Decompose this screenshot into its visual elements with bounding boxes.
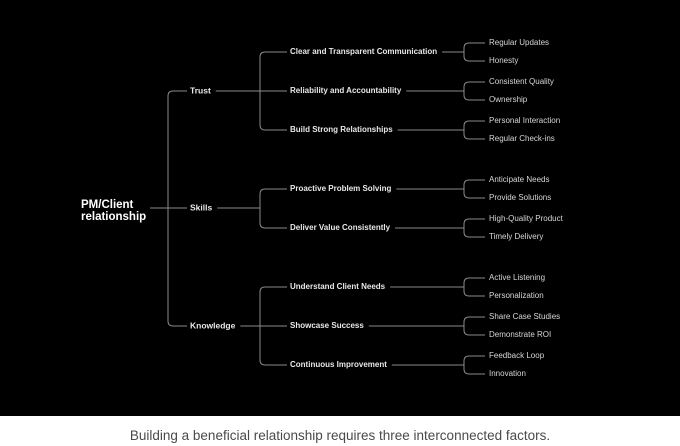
leaf-label: High-Quality Product [489,214,564,223]
leaf-label: Consistent Quality [489,77,554,86]
root-connector-link [167,320,187,327]
topic-connector-link [463,192,485,199]
figure-caption: Building a beneficial relationship requi… [129,428,551,443]
topic-label: Clear and Transparent Communication [290,47,437,56]
topic-connector-link [463,290,485,297]
topic-connector-link [463,277,485,284]
topic-connector-link [463,55,485,62]
topic-connector-link [463,218,485,225]
root-node-label: PM/Client [81,199,134,211]
branch-connector-link [259,51,287,58]
root-node-label: relationship [81,211,146,223]
leaf-label: Regular Check-ins [489,134,555,143]
leaf-label: Ownership [489,95,528,104]
branch-label: Knowledge [190,320,236,330]
leaf-label: Feedback Loop [489,351,545,360]
branch-label: Skills [190,202,212,212]
branch-label: Trust [190,85,211,95]
topic-connector-link [463,355,485,362]
topic-connector-link [463,316,485,323]
leaf-label: Innovation [489,369,526,378]
topic-label: Understand Client Needs [290,282,386,291]
topic-connector-link [463,94,485,101]
leaf-label: Honesty [489,56,518,65]
branch-connector-link [259,359,287,366]
leaf-label: Provide Solutions [489,193,551,202]
leaf-label: Regular Updates [489,38,549,47]
leaf-label: Active Listening [489,273,545,282]
leaf-label: Personalization [489,291,544,300]
root-connector-link [167,90,187,97]
topic-connector-link [463,133,485,140]
branch-connector-link [259,188,287,195]
topic-label: Continuous Improvement [290,360,387,369]
topic-label: Build Strong Relationships [290,125,393,134]
leaf-label: Personal Interaction [489,116,560,125]
topic-label: Reliability and Accountability [290,86,402,95]
topic-label: Showcase Success [290,321,364,330]
branch-connector-link [259,286,287,293]
leaf-label: Anticipate Needs [489,175,549,184]
leaf-label: Share Case Studies [489,312,560,321]
topic-connector-link [463,120,485,127]
branch-connector-link [259,124,287,131]
topic-connector-link [463,368,485,375]
branch-connector-link [259,222,287,229]
topic-label: Deliver Value Consistently [290,223,391,232]
leaf-label: Demonstrate ROI [489,330,551,339]
topic-connector-link [463,179,485,186]
topic-connector-link [463,81,485,88]
topic-connector-link [463,231,485,238]
topic-connector-link [463,42,485,49]
topic-label: Proactive Problem Solving [290,184,391,193]
leaf-label: Timely Delivery [489,232,543,241]
topic-connector-link [463,329,485,336]
